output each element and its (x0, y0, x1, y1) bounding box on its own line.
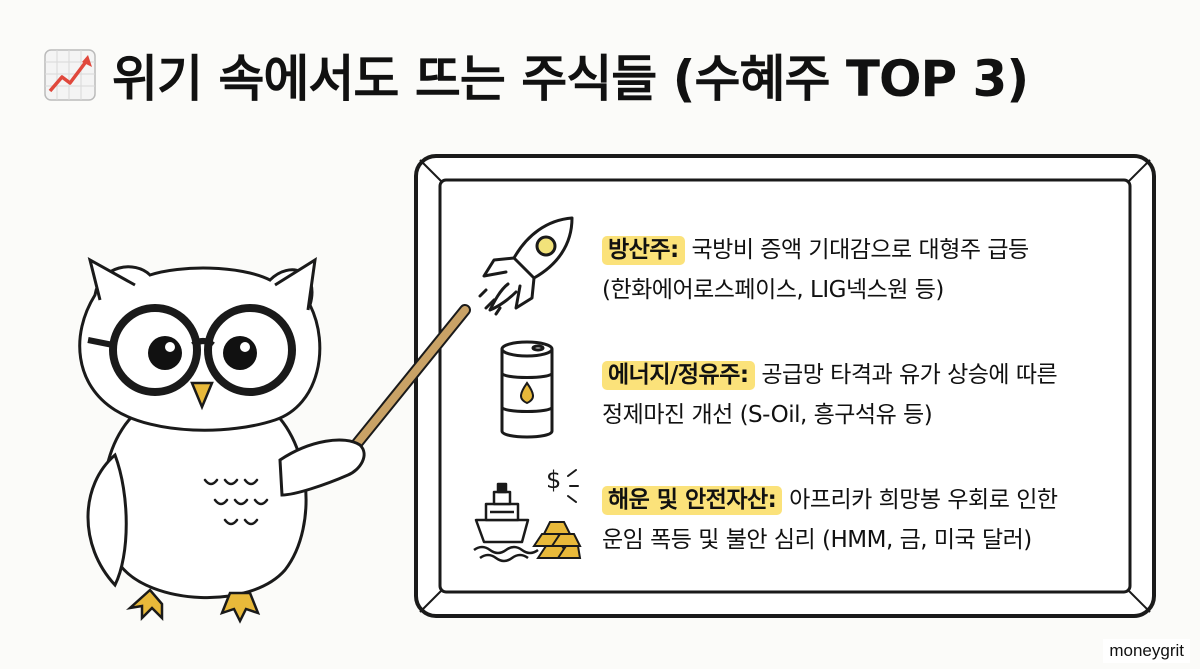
item-text: 방산주: 국방비 증액 기대감으로 대형주 급등 (한화에어로스페이스, LIG… (602, 230, 1142, 310)
list-item: 방산주: 국방비 증액 기대감으로 대형주 급등 (한화에어로스페이스, LIG… (472, 210, 1132, 320)
item-label: 방산주: (602, 236, 685, 265)
page-title: 위기 속에서도 뜨는 주식들 (수혜주 TOP 3) (42, 40, 1162, 110)
item-line2: 운임 폭등 및 불안 심리 (HMM, 금, 미국 달러) (602, 527, 1032, 553)
item-line2: (한화에어로스페이스, LIG넥스원 등) (602, 277, 944, 303)
item-text: 해운 및 안전자산: 아프리카 희망봉 우회로 인한 운임 폭등 및 불안 심리… (602, 480, 1142, 560)
svg-text:$: $ (546, 466, 561, 494)
brand-watermark: moneygrit (1103, 639, 1190, 663)
list-item: $ 해운 및 안전자산: 아프리카 희망봉 우회로 인한 운임 폭등 및 불안 … (472, 460, 1132, 570)
owl-teacher-illustration (78, 257, 471, 624)
item-line1: 아프리카 희망봉 우회로 인한 (782, 487, 1058, 513)
item-text: 에너지/정유주: 공급망 타격과 유가 상승에 따른 정제마진 개선 (S-Oi… (602, 355, 1142, 435)
item-line1: 공급망 타격과 유가 상승에 따른 (754, 362, 1058, 388)
title-text: 위기 속에서도 뜨는 주식들 (수혜주 TOP 3) (112, 50, 1029, 108)
ship-and-gold-icon: $ (473, 466, 582, 563)
list-item: 에너지/정유주: 공급망 타격과 유가 상승에 따른 정제마진 개선 (S-Oi… (472, 335, 1132, 445)
stock-list: 방산주: 국방비 증액 기대감으로 대형주 급등 (한화에어로스페이스, LIG… (472, 210, 1132, 580)
item-line2: 정제마진 개선 (S-Oil, 흥구석유 등) (602, 402, 933, 428)
pointer-stick (332, 304, 471, 473)
item-line1: 국방비 증액 기대감으로 대형주 급등 (684, 237, 1029, 263)
chart-increasing-icon (44, 49, 96, 101)
oil-barrel-icon (500, 340, 554, 439)
rocket-icon (478, 216, 574, 316)
item-label: 에너지/정유주: (602, 361, 755, 390)
item-label: 해운 및 안전자산: (602, 486, 783, 515)
